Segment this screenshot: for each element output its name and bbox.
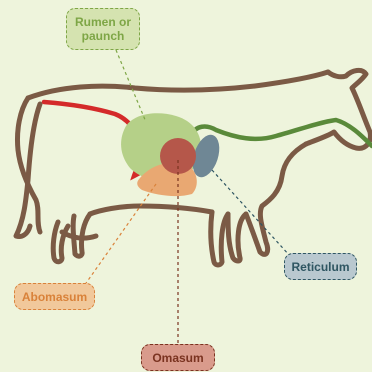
omasum-label: Omasum <box>141 344 215 371</box>
cow-front-leg-left <box>211 212 228 265</box>
cow-front-leg-right <box>228 214 246 261</box>
cow-hind-leg-left <box>53 222 68 262</box>
cow-belly <box>90 206 212 214</box>
cow-chest <box>246 144 306 254</box>
cow-back <box>28 72 328 98</box>
reticulum-label: Reticulum <box>284 253 357 280</box>
cow-udder <box>62 232 96 238</box>
rumen-label: Rumen or paunch <box>66 8 140 50</box>
leader-lines <box>84 50 290 344</box>
abomasum-label: Abomasum <box>14 283 95 310</box>
